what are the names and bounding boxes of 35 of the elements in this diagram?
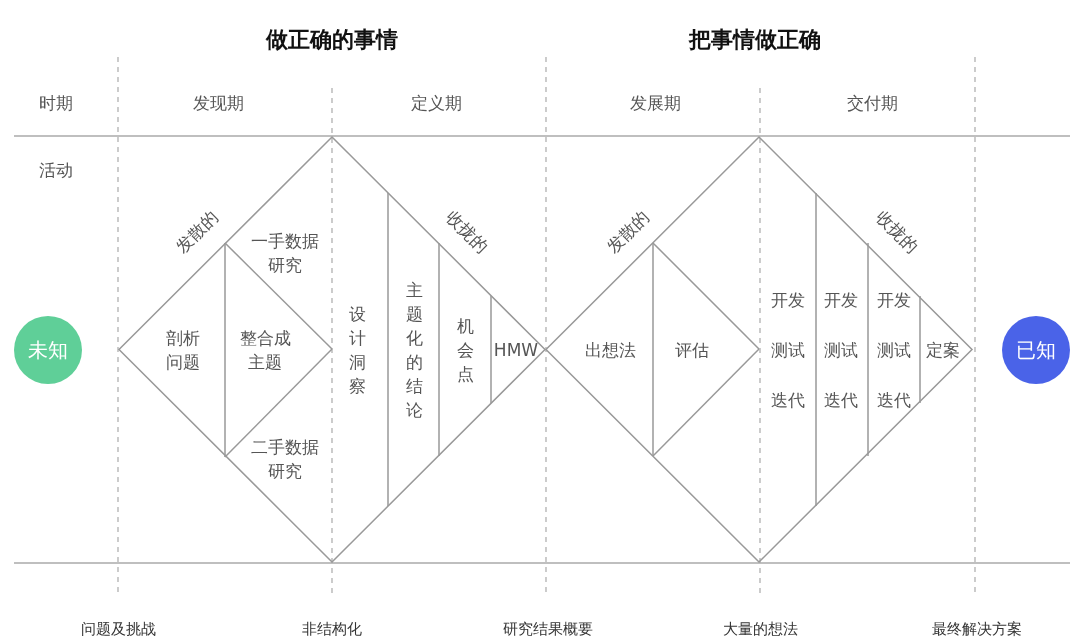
segment-text: 机会点 — [455, 314, 475, 386]
outcome-label: 研究结果概要 — [503, 619, 593, 639]
period-label: 定义期 — [410, 91, 462, 115]
segment-text: 设计洞察 — [347, 302, 367, 398]
segment-text: HMW — [491, 338, 541, 362]
outcome-label: 最终解决方案 — [932, 619, 1022, 639]
segment-text: 开发测试迭代 — [822, 275, 860, 425]
phase-heading: 收拢的 — [871, 205, 924, 259]
section-heading: 做正确的事情 — [266, 26, 398, 54]
phase-heading: 发散的 — [170, 205, 223, 259]
segment-text: 出想法 — [580, 338, 640, 362]
segment-text: 整合成主题 — [235, 326, 295, 374]
diamond-shape — [546, 137, 972, 562]
period-label: 发现期 — [192, 91, 244, 115]
phase-heading: 收拢的 — [441, 205, 494, 259]
status-circle: 已知 — [1002, 316, 1070, 384]
segment-text: 剖析问题 — [158, 326, 208, 374]
segment-text: 评估 — [667, 338, 717, 362]
section-heading: 把事情做正确 — [689, 26, 821, 54]
segment-text: 开发测试迭代 — [769, 275, 807, 425]
outcome-label: 问题及挑战 — [80, 619, 156, 639]
segment-text: 主题化的结论 — [404, 278, 424, 422]
segment-text: 开发测试迭代 — [875, 275, 913, 425]
row-label: 活动 — [39, 158, 73, 182]
row-label: 时期 — [39, 91, 73, 115]
outcome-label: 非结构化 — [302, 619, 362, 639]
period-label: 发展期 — [629, 91, 681, 115]
segment-text: 一手数据研究 — [245, 229, 325, 277]
phase-heading: 发散的 — [601, 205, 654, 259]
status-circle: 未知 — [14, 316, 82, 384]
period-label: 交付期 — [846, 91, 898, 115]
diamond-shape — [119, 137, 545, 562]
segment-text: 定案 — [923, 338, 963, 362]
outcome-label: 大量的想法 — [722, 619, 798, 639]
segment-text: 二手数据研究 — [245, 435, 325, 483]
